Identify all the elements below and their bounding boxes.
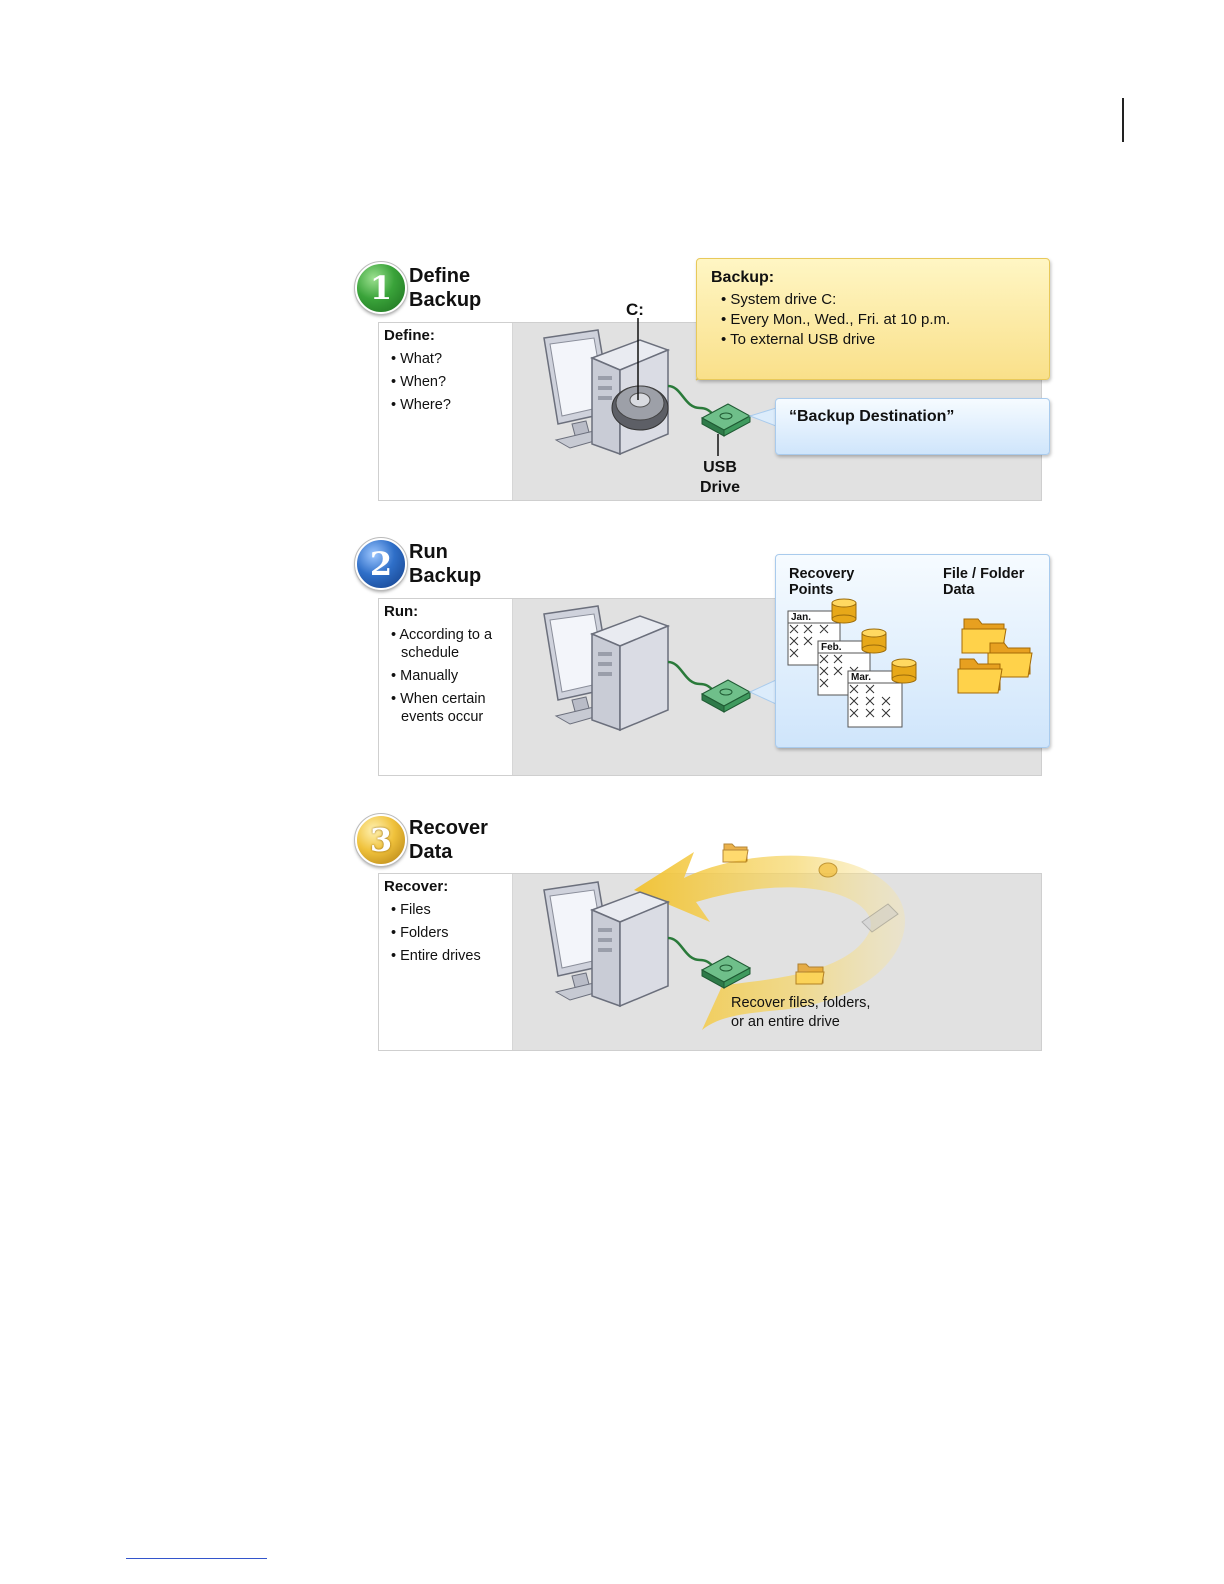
month-mar: Mar. — [851, 672, 872, 683]
calendar-icon — [847, 670, 903, 728]
step-2-side-heading: Run: — [384, 603, 419, 620]
side-item-manually: Manually — [391, 667, 509, 685]
recovery-points-label: Recovery Points — [789, 566, 854, 598]
step-3-title: Recover Data — [409, 816, 549, 864]
recover-arrow-icon — [634, 852, 905, 1030]
step-2-badge: 2 — [354, 537, 408, 591]
side-item-files: Files — [391, 901, 481, 919]
destination-callout-text: “Backup Destination” — [789, 408, 955, 425]
usb-drive-icon — [700, 955, 752, 989]
usb-drive-label: USB Drive — [698, 458, 742, 498]
step-1-title-line1: Define — [409, 265, 471, 287]
backup-callout-heading: Backup: — [711, 269, 775, 286]
side-item-events: When certain events occur — [391, 690, 509, 726]
step-1-side-heading: Define: — [384, 327, 435, 344]
backup-item-target-text: To external USB drive — [730, 331, 876, 348]
step-3-sidebar: Recover: Files Folders Entire drives — [379, 874, 513, 1050]
step-2-illustration — [543, 605, 777, 732]
page-rule — [1122, 98, 1124, 142]
step-2-sidebar: Run: According to a schedule Manually Wh… — [379, 599, 513, 775]
backup-item-drive-text: System drive C: — [730, 291, 837, 308]
step-define-backup: 1 Define Backup Define: What? When? Wher… — [350, 258, 1060, 508]
step-3-title-line2: Data — [409, 841, 453, 863]
computer-icon — [543, 881, 671, 1008]
footnote-rule — [126, 1558, 267, 1559]
month-jan: Jan. — [791, 612, 812, 623]
database-icon — [831, 598, 857, 624]
computer-icon — [543, 605, 671, 732]
recover-caption-line1: Recover files, folders, — [731, 995, 871, 1011]
calendar-icon — [817, 640, 871, 696]
backup-callout: Backup: • System drive C: • Every Mon., … — [696, 258, 1050, 380]
step-1-title-line2: Backup — [409, 289, 482, 311]
file-folder-label: File / Folder Data — [943, 566, 1024, 598]
file-folder-line1: File / Folder — [943, 566, 1025, 582]
folder-icon — [795, 963, 825, 985]
folder-icon — [957, 658, 1003, 694]
folder-icon — [722, 843, 749, 863]
database-icon — [861, 628, 887, 654]
step-1-illustration — [543, 318, 777, 456]
side-item-folders: Folders — [391, 924, 481, 942]
step-1-badge: 1 — [354, 261, 408, 315]
side-item-what: What? — [391, 350, 452, 368]
backup-item-drive: • System drive C: — [721, 291, 837, 308]
side-item-where: Where? — [391, 396, 452, 414]
step-3-illustration — [543, 843, 905, 1030]
file-folder-line2: Data — [943, 582, 975, 598]
recovery-points-graphic — [787, 598, 1033, 728]
usb-drive-icon — [700, 679, 752, 713]
recover-caption-line2: or an entire drive — [731, 1014, 840, 1030]
side-item-when: When? — [391, 373, 452, 391]
backup-item-schedule-text: Every Mon., Wed., Fri. at 10 p.m. — [730, 311, 951, 328]
destination-callout: “Backup Destination” — [775, 398, 1050, 455]
step-3-badge: 3 — [354, 813, 408, 867]
step-3-title-line1: Recover — [409, 817, 488, 839]
recover-caption: Recover files, folders, or an entire dri… — [731, 994, 870, 1032]
month-feb: Feb. — [821, 642, 842, 653]
step-3-side-list: Files Folders Entire drives — [391, 901, 481, 970]
usb-label-line2: Drive — [699, 479, 741, 496]
recovery-points-line2: Points — [789, 582, 834, 598]
backup-callout-list: • System drive C: • Every Mon., Wed., Fr… — [721, 290, 950, 350]
database-icon — [818, 862, 838, 878]
step-1-sidebar: Define: What? When? Where? — [379, 323, 513, 500]
usb-drive-icon — [700, 403, 752, 437]
database-icon — [891, 658, 917, 684]
backup-contents-callout: Recovery Points File / Folder Data — [775, 554, 1050, 748]
recovery-points-line1: Recovery — [789, 566, 855, 582]
step-2-side-list: According to a schedule Manually When ce… — [391, 626, 509, 731]
side-item-schedule: According to a schedule — [391, 626, 509, 662]
step-1-title: Define Backup — [409, 264, 549, 312]
step-recover-data: 3 Recover Data Recover: Files Folders En… — [350, 810, 1060, 1060]
step-2-title: Run Backup — [409, 540, 549, 588]
step-1-side-list: What? When? Where? — [391, 350, 452, 419]
backup-item-target: • To external USB drive — [721, 331, 876, 348]
hard-disk-icon — [611, 385, 669, 431]
step-3-side-heading: Recover: — [384, 878, 449, 895]
step-2-title-line1: Run — [409, 541, 448, 563]
side-item-drives: Entire drives — [391, 947, 481, 965]
drive-c-label: C: — [626, 300, 644, 319]
backup-item-schedule: • Every Mon., Wed., Fri. at 10 p.m. — [721, 311, 951, 328]
step-2-title-line2: Backup — [409, 565, 482, 587]
usb-drive-icon — [861, 903, 899, 933]
step-run-backup: 2 Run Backup Run: According to a schedul… — [350, 534, 1060, 784]
usb-label-line1: USB — [703, 459, 737, 476]
